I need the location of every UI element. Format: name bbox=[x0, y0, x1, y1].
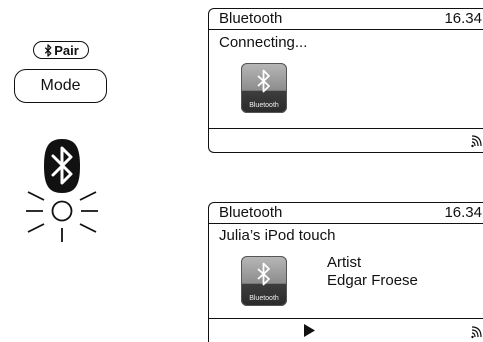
source-label: Bluetooth bbox=[219, 204, 283, 221]
signal-strength-icon bbox=[471, 326, 482, 339]
bluetooth-led-icon bbox=[44, 139, 80, 193]
icon-caption: Bluetooth bbox=[249, 102, 279, 109]
icon-caption: Bluetooth bbox=[249, 295, 279, 302]
artist-label: Artist bbox=[327, 254, 362, 271]
signal-strength-icon bbox=[471, 135, 482, 148]
bluetooth-icon bbox=[44, 43, 52, 57]
pair-label: Pair bbox=[33, 41, 89, 59]
screen-header: Bluetooth 16.34 bbox=[209, 203, 483, 224]
mode-button[interactable]: Mode bbox=[14, 69, 107, 103]
mode-button-label: Mode bbox=[40, 77, 81, 94]
artist-name: Edgar Froese bbox=[327, 272, 418, 289]
play-icon bbox=[304, 324, 315, 337]
lcd-screen-connecting: Bluetooth 16.34 Connecting... Bluetooth bbox=[208, 8, 483, 153]
bluetooth-app-icon: Bluetooth bbox=[241, 63, 287, 113]
footer-divider bbox=[209, 128, 483, 129]
source-label: Bluetooth bbox=[219, 10, 283, 27]
status-text: Connecting... bbox=[219, 34, 308, 51]
clock: 16.34 bbox=[444, 10, 482, 27]
device-name: Julia’s iPod touch bbox=[219, 227, 336, 244]
pair-text: Pair bbox=[54, 42, 79, 58]
bluetooth-icon bbox=[257, 69, 270, 93]
bluetooth-icon bbox=[257, 262, 270, 286]
bluetooth-app-icon: Bluetooth bbox=[241, 256, 287, 306]
track-info: Artist Edgar Froese bbox=[327, 254, 418, 290]
lcd-screen-playing: Bluetooth 16.34 Julia’s iPod touch Bluet… bbox=[208, 202, 483, 342]
clock: 16.34 bbox=[444, 204, 482, 221]
led-glow-icon bbox=[26, 191, 98, 242]
screen-header: Bluetooth 16.34 bbox=[209, 9, 483, 30]
footer-divider bbox=[209, 318, 483, 319]
